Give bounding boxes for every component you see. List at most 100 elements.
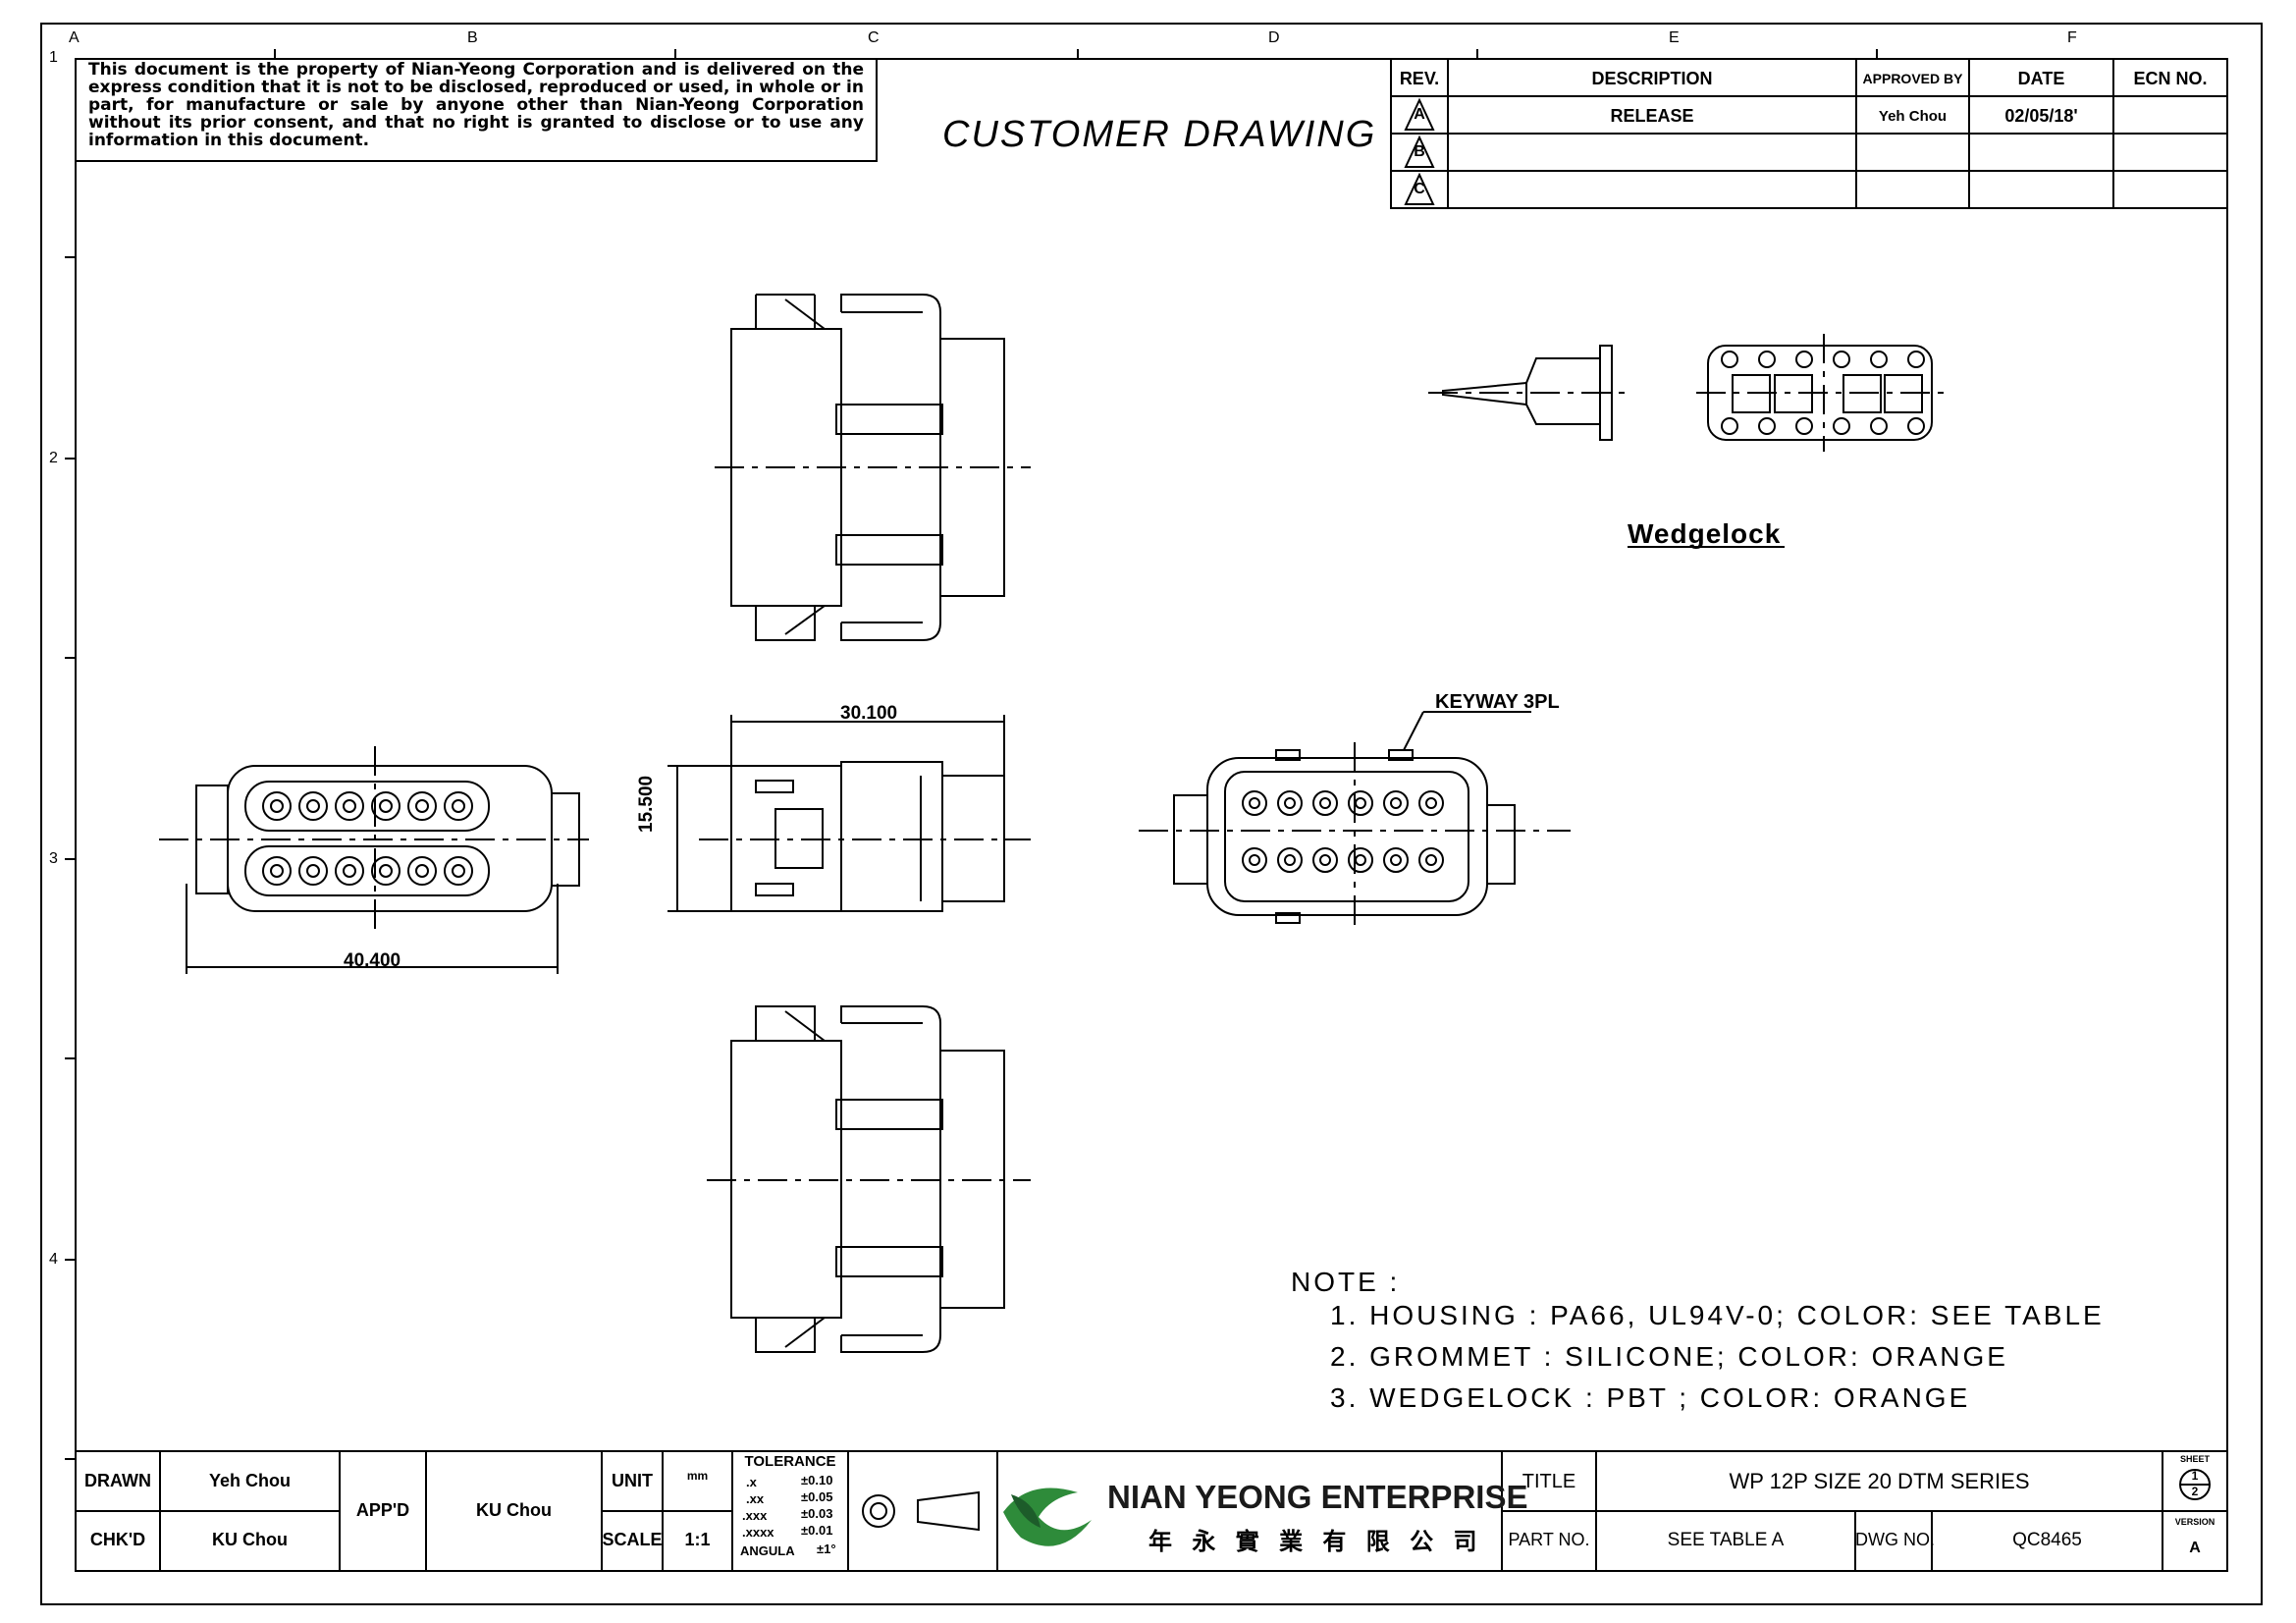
side-view-bottom [707,1005,1031,1353]
pin-cavity [1870,417,1888,435]
pin-cavity [1284,854,1296,866]
pin-cavity [298,791,328,821]
tol-key-2: .xx [746,1491,765,1506]
ecn-header: ECN NO. [2133,69,2208,88]
description-header: DESCRIPTION [1591,69,1713,88]
company-name: NIAN YEONG ENTERPRISE [1107,1479,1528,1515]
tol-val-5: ±1° [817,1542,836,1556]
sheet-total: 2 [2191,1485,2199,1498]
pin-cavity [371,791,400,821]
col-letter-d: D [1268,29,1280,46]
pin-cavity [1348,790,1373,816]
rev-c-triangle [1404,172,1435,205]
pin-cavity [1383,847,1409,873]
tol-key-3: .xxx [742,1508,768,1523]
notice-box [75,58,878,162]
confidentiality-notice: This document is the property of Nian-Ye… [88,60,864,150]
title-value: WP 12P SIZE 20 DTM SERIES [1729,1469,2030,1493]
tol-val-1: ±0.10 [801,1473,833,1488]
wedgelock-label: Wedgelock [1628,518,1782,549]
pin-cavity [1348,847,1373,873]
pin-cavity [262,791,292,821]
part-no-value: SEE TABLE A [1667,1530,1785,1550]
pin-cavity [1284,797,1296,809]
drawn-value: Yeh Chou [208,1471,291,1490]
pin-cavity [1355,797,1366,809]
wedgelock-side [1428,345,1629,441]
pin-cavity [1319,797,1331,809]
pin-cavity [379,864,393,878]
note-1: 1. HOUSING : PA66, UL94V-0; COLOR: SEE T… [1330,1300,2105,1330]
pin-cavity [1758,351,1776,368]
col-letter-a: A [69,29,80,46]
tol-val-2: ±0.05 [801,1489,833,1504]
chkd-label: CHK'D [89,1530,146,1549]
version-value: A [2189,1540,2201,1556]
sheet-number: 1 [2191,1469,2199,1483]
company-chinese-name: 年 永 實 業 有 限 公 司 [1148,1528,1483,1555]
pin-cavity [343,799,356,813]
pin-cavity [452,799,465,813]
pin-cavity [1312,790,1338,816]
row-number-3: 3 [49,850,58,867]
customer-drawing-title: CUSTOMER DRAWING [942,114,1377,155]
dim-width-label: 40.400 [344,950,401,971]
drawn-label: DRAWN [84,1471,151,1490]
tolerance-label: TOLERANCE [744,1453,836,1470]
pin-cavity [1249,854,1260,866]
scale-value: 1:1 [684,1530,711,1549]
unit-value: mm [686,1469,709,1483]
approved-by-header: APPROVED BY [1862,71,1963,86]
pin-cavity [1390,797,1402,809]
pin-cavity [1907,417,1925,435]
pin-cavity [1833,417,1850,435]
company-logo [1003,1488,1092,1546]
pin-cavity [452,864,465,878]
date-header: DATE [2017,69,2065,88]
pin-cavity [262,856,292,886]
title-label: TITLE [1522,1471,1576,1492]
side-view-middle [667,715,1031,912]
rev-c: C [1414,181,1425,197]
unit-label: UNIT [612,1471,653,1490]
note-2: 2. GROMMET : SILICONE; COLOR: ORANGE [1330,1341,2008,1372]
tol-val-4: ±0.01 [801,1523,833,1538]
pin-cavity [1355,854,1366,866]
tol-key-4: .xxxx [742,1525,774,1540]
pin-cavity [371,856,400,886]
dwg-no-value: QC8465 [2012,1530,2082,1550]
projection-circle [862,1494,895,1528]
pin-cavity [1758,417,1776,435]
pin-cavity [379,799,393,813]
keyway-label: KEYWAY 3PL [1435,691,1560,713]
tol-val-3: ±0.03 [801,1506,833,1521]
appd-value: KU Chou [476,1500,552,1520]
pin-cavity [298,856,328,886]
row-number-4: 4 [49,1251,58,1268]
pin-cavity [306,864,320,878]
appd-label: APP'D [355,1500,410,1520]
side-view-top [715,294,1031,641]
pin-cavity [1249,797,1260,809]
pin-cavity [1425,797,1437,809]
note-heading: NOTE : [1291,1267,1401,1297]
pin-cavity [444,856,473,886]
col-letter-c: C [868,29,880,46]
dim-length-label: 30.100 [840,703,898,724]
scale-label: SCALE [602,1530,663,1549]
row-number-2: 2 [49,450,58,466]
rev-a-date: 02/05/18' [2004,106,2078,126]
note-3: 3. WEDGELOCK : PBT ; COLOR: ORANGE [1330,1382,1971,1413]
row-number-1: 1 [49,49,58,66]
pin-cavity [415,864,429,878]
pin-cavity [1319,854,1331,866]
pin-cavity [1418,847,1444,873]
pin-cavity [1795,351,1813,368]
pin-cavity [343,864,356,878]
pin-cavity [1907,351,1925,368]
part-no-label: PART NO. [1508,1530,1590,1549]
wedgelock-front [1696,334,1949,452]
projection-cone [917,1490,980,1532]
rev-a: A [1414,106,1425,123]
